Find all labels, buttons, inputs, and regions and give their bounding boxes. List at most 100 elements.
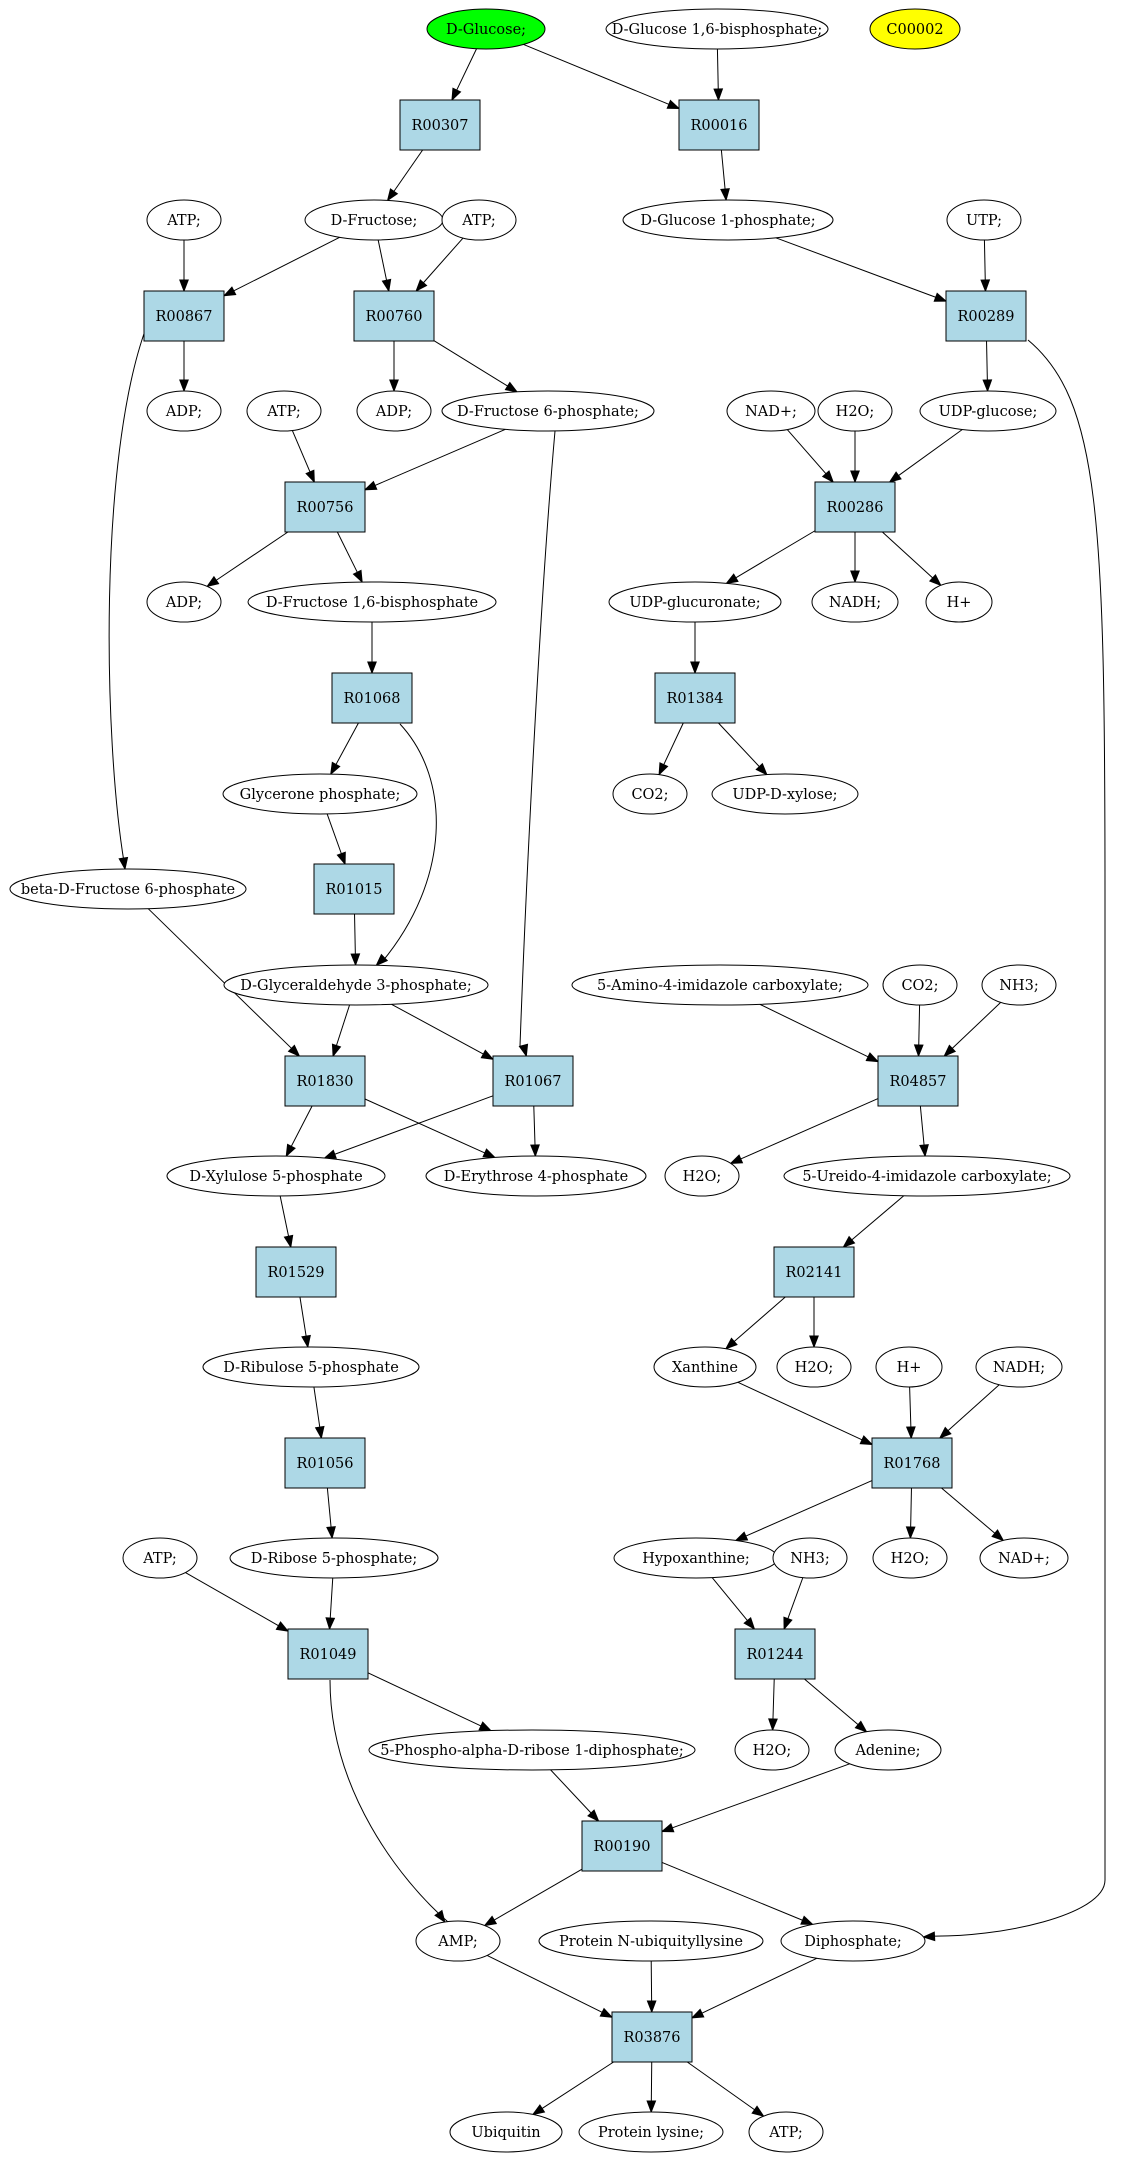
compound-node-c_c00002[interactable]: C00002	[869, 8, 961, 50]
edge-c_pnub-to-r03876	[646, 1960, 657, 2014]
compound-node-c_nadh2[interactable]: NADH;	[975, 1346, 1063, 1388]
compound-node-c_nadp2[interactable]: NAD+;	[979, 1537, 1069, 1579]
compound-node-c_glucose[interactable]: D-Glucose;	[426, 8, 546, 50]
compound-node-c_nadp1[interactable]: NAD+;	[726, 390, 816, 432]
compound-node-c_amp[interactable]: AMP;	[415, 1920, 501, 1962]
reaction-node-r00760[interactable]: R00760	[353, 290, 435, 342]
compound-node-c_e4p[interactable]: D-Erythrose 4-phosphate	[425, 1155, 647, 1197]
compound-node-c_f16bp[interactable]: D-Fructose 1,6-bisphosphate	[247, 581, 497, 623]
compound-node-c_plys[interactable]: Protein lysine;	[578, 2111, 724, 2153]
compound-node-c_aica[interactable]: 5-Amino-4-imidazole carboxylate;	[571, 964, 869, 1006]
compound-node-c_adp3[interactable]: ADP;	[146, 581, 222, 623]
compound-node-c_utp[interactable]: UTP;	[946, 199, 1022, 241]
compound-node-c_x5p[interactable]: D-Xylulose 5-phosphate	[166, 1155, 386, 1197]
compound-node-c_h2o1[interactable]: H2O;	[817, 390, 893, 432]
reaction-node-r00286[interactable]: R00286	[814, 481, 896, 533]
compound-node-c_adenine[interactable]: Adenine;	[834, 1729, 942, 1771]
compound-node-c_ru5p[interactable]: D-Ribulose 5-phosphate	[202, 1346, 420, 1388]
reaction-node-r00307[interactable]: R00307	[399, 99, 481, 151]
compound-ellipse	[122, 1537, 198, 1579]
compound-node-c_pnub[interactable]: Protein N-ubiquityllysine	[538, 1920, 764, 1962]
reaction-node-r01067[interactable]: R01067	[492, 1055, 574, 1107]
compound-node-c_glyp[interactable]: Glycerone phosphate;	[222, 773, 418, 815]
compound-node-c_co2b[interactable]: CO2;	[882, 964, 958, 1006]
reaction-node-r03876[interactable]: R03876	[611, 2011, 693, 2063]
edge-line	[718, 722, 760, 767]
compound-node-c_ubiquitin[interactable]: Ubiquitin	[449, 2111, 563, 2153]
node-label: R00867	[155, 309, 212, 325]
compound-node-c_atp5[interactable]: ATP;	[748, 2111, 824, 2153]
compound-node-c_atp1[interactable]: ATP;	[146, 199, 222, 241]
edge-line	[215, 531, 289, 581]
compound-node-c_prpp[interactable]: 5-Phospho-alpha-D-ribose 1-diphosphate;	[368, 1729, 696, 1771]
compound-node-c_nh3b[interactable]: NH3;	[772, 1537, 848, 1579]
compound-node-c_g3p[interactable]: D-Glyceraldehyde 3-phosphate;	[223, 964, 489, 1006]
node-label: H2O;	[753, 1743, 792, 1759]
edge-c_nadh2-to-r01768	[938, 1384, 1000, 1439]
compound-ellipse	[872, 1537, 948, 1579]
compound-node-c_h2o3[interactable]: H2O;	[776, 1346, 852, 1388]
compound-node-c_g1p[interactable]: D-Glucose 1-phosphate;	[622, 199, 834, 241]
compound-ellipse	[368, 1729, 696, 1771]
compound-node-c_adp2[interactable]: ADP;	[356, 390, 432, 432]
reaction-node-r01049[interactable]: R01049	[287, 1628, 369, 1680]
compound-node-c_g16bp[interactable]: D-Glucose 1,6-bisphosphate;	[605, 8, 829, 50]
edge-line	[672, 1763, 850, 1829]
reaction-node-r01830[interactable]: R01830	[284, 1055, 366, 1107]
arrowhead	[755, 762, 768, 776]
reaction-node-r00289[interactable]: R00289	[945, 290, 1027, 342]
reaction-node-r02141[interactable]: R02141	[773, 1246, 855, 1298]
compound-node-c_atp3[interactable]: ATP;	[246, 390, 322, 432]
compound-ellipse	[166, 1155, 386, 1197]
edge-c_co2b-to-r04857	[913, 1004, 924, 1058]
compound-node-c_h2o4[interactable]: H2O;	[872, 1537, 948, 1579]
reaction-node-r00190[interactable]: R00190	[581, 1820, 663, 1872]
reaction-node-r01068[interactable]: R01068	[331, 672, 413, 724]
compound-node-c_nadh1[interactable]: NADH;	[811, 581, 899, 623]
compound-node-c_udpglcA[interactable]: UDP-glucuronate;	[608, 581, 782, 623]
edge-r04857-to-c_uica	[919, 1105, 929, 1158]
compound-node-c_xanthine[interactable]: Xanthine	[653, 1346, 757, 1388]
reaction-node-r01015[interactable]: R01015	[313, 863, 395, 915]
compound-node-c_r5p[interactable]: D-Ribose 5-phosphate;	[229, 1537, 439, 1579]
compound-node-c_h1[interactable]: H+	[925, 581, 993, 623]
compound-node-c_h2[interactable]: H+	[875, 1346, 943, 1388]
arrowhead	[415, 279, 428, 293]
compound-node-c_atp4[interactable]: ATP;	[122, 1537, 198, 1579]
edge-line	[291, 430, 311, 473]
reaction-node-r01384[interactable]: R01384	[654, 672, 736, 724]
compound-node-c_h2o5[interactable]: H2O;	[734, 1729, 810, 1771]
compound-node-c_adp1[interactable]: ADP;	[146, 390, 222, 432]
reaction-node-r01056[interactable]: R01056	[284, 1437, 366, 1489]
compound-node-c_co2a[interactable]: CO2;	[612, 773, 688, 815]
arrowhead	[434, 1909, 446, 1924]
compound-node-c_atp2[interactable]: ATP;	[441, 199, 517, 241]
reaction-node-r01529[interactable]: R01529	[255, 1246, 337, 1298]
compound-node-c_nh3a[interactable]: NH3;	[981, 964, 1057, 1006]
compound-node-c_udpxyl[interactable]: UDP-D-xylose;	[711, 773, 859, 815]
compound-node-c_f6p[interactable]: D-Fructose 6-phosphate;	[441, 390, 655, 432]
node-label: 5-Amino-4-imidazole carboxylate;	[597, 978, 843, 994]
compound-node-c_ppi[interactable]: Diphosphate;	[780, 1920, 926, 1962]
edge-r00756-to-c_adp3	[205, 531, 289, 588]
compound-node-c_hypox[interactable]: Hypoxanthine;	[613, 1537, 779, 1579]
reaction-node-r01244[interactable]: R01244	[734, 1628, 816, 1680]
reaction-box	[284, 1437, 366, 1489]
compound-node-c_fructose[interactable]: D-Fructose;	[304, 199, 444, 241]
reaction-node-r00756[interactable]: R00756	[284, 481, 366, 533]
reaction-node-r01768[interactable]: R01768	[871, 1437, 953, 1489]
reaction-node-r00867[interactable]: R00867	[143, 290, 225, 342]
arrowhead	[905, 1526, 916, 1540]
arrowhead	[865, 1052, 880, 1063]
edge-line	[951, 1002, 1002, 1049]
edge-c_fructose-to-r00760	[377, 239, 392, 293]
arrowhead	[386, 188, 399, 202]
arrowhead	[118, 856, 129, 871]
compound-node-c_udpglc[interactable]: UDP-glucose;	[919, 390, 1057, 432]
compound-node-c_uica[interactable]: 5-Ureido-4-imidazole carboxylate;	[783, 1155, 1071, 1197]
reaction-node-r04857[interactable]: R04857	[877, 1055, 959, 1107]
compound-ellipse	[612, 773, 688, 815]
compound-node-c_bf6p[interactable]: beta-D-Fructose 6-phosphate	[9, 868, 247, 910]
compound-node-c_h2o2[interactable]: H2O;	[664, 1155, 740, 1197]
reaction-node-r00016[interactable]: R00016	[678, 99, 760, 151]
